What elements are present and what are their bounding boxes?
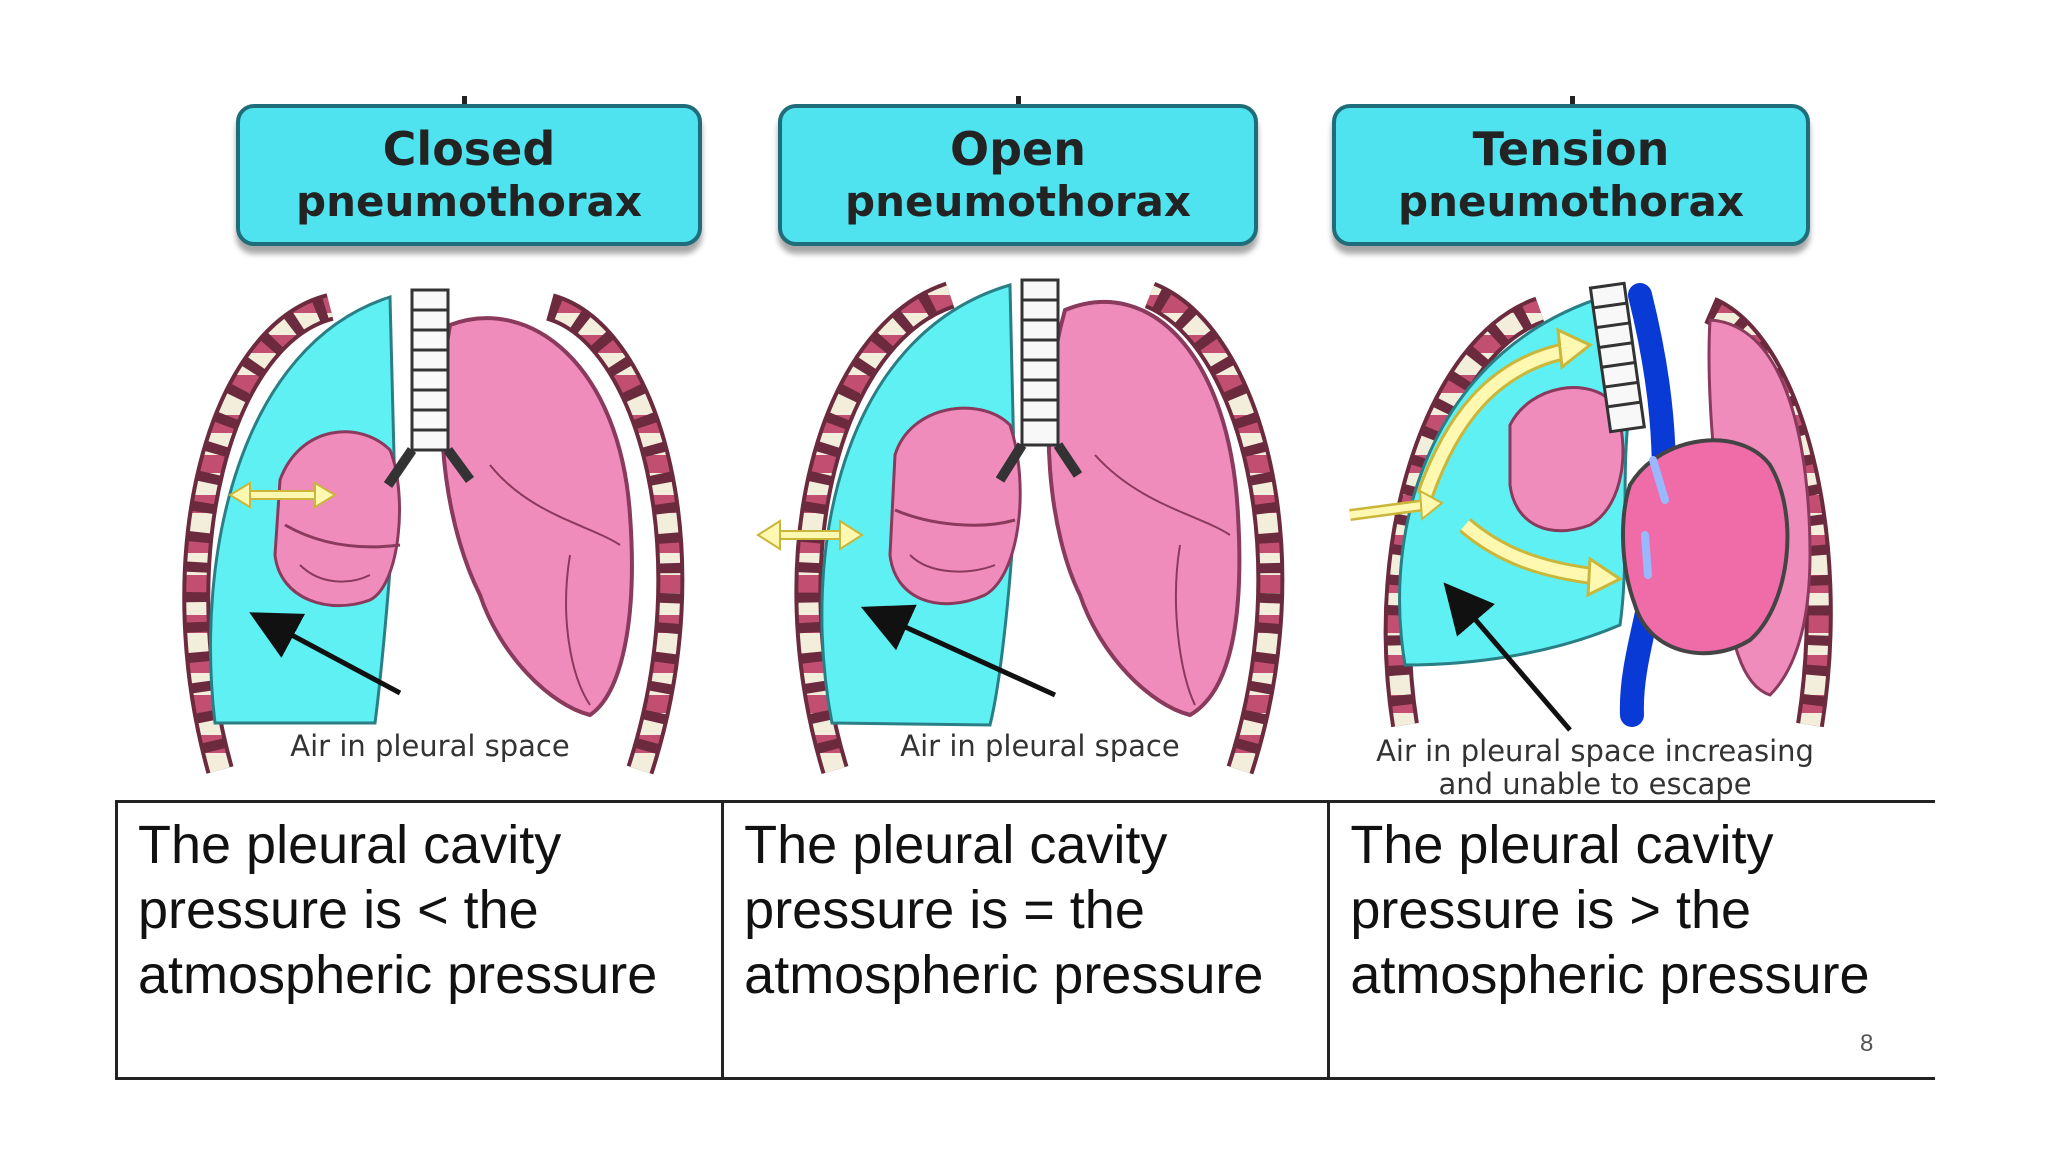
panel-title-closed: Closed pneumothorax xyxy=(236,104,702,246)
panel-title-line1: Closed xyxy=(382,122,556,177)
closed-pneumothorax-illustration xyxy=(182,288,685,775)
panel-title-tension: Tension pneumothorax xyxy=(1332,104,1810,246)
panel-title-open: Open pneumothorax xyxy=(778,104,1258,246)
title-tick xyxy=(1570,96,1575,106)
tension-description: The pleural cavity pressure is > the atm… xyxy=(1327,800,1935,1080)
panel-title-line2: pneumothorax xyxy=(845,177,1191,227)
closed-description: The pleural cavity pressure is < the atm… xyxy=(114,800,725,1080)
callout-open: Air in pleural space xyxy=(900,729,1180,763)
panel-title-line1: Open xyxy=(950,122,1086,177)
pressure-comparison-table: The pleural cavity pressure is < the atm… xyxy=(114,800,1935,1080)
pneumothorax-illustrations xyxy=(182,278,1833,775)
title-tick xyxy=(1016,96,1021,106)
open-pneumothorax-illustration xyxy=(756,278,1285,775)
panel-title-line1: Tension xyxy=(1472,122,1670,177)
title-tick xyxy=(462,96,467,106)
panel-title-line2: pneumothorax xyxy=(1398,177,1744,227)
slide-number: 8 xyxy=(1860,1030,1874,1057)
table-row: The pleural cavity pressure is < the atm… xyxy=(114,800,1935,1080)
callout-closed: Air in pleural space xyxy=(290,729,570,763)
open-description: The pleural cavity pressure is = the atm… xyxy=(721,800,1331,1080)
callout-tension: Air in pleural space increasing and unab… xyxy=(1376,734,1814,802)
panel-title-line2: pneumothorax xyxy=(296,177,642,227)
tension-pneumothorax-illustration xyxy=(1349,281,1833,732)
